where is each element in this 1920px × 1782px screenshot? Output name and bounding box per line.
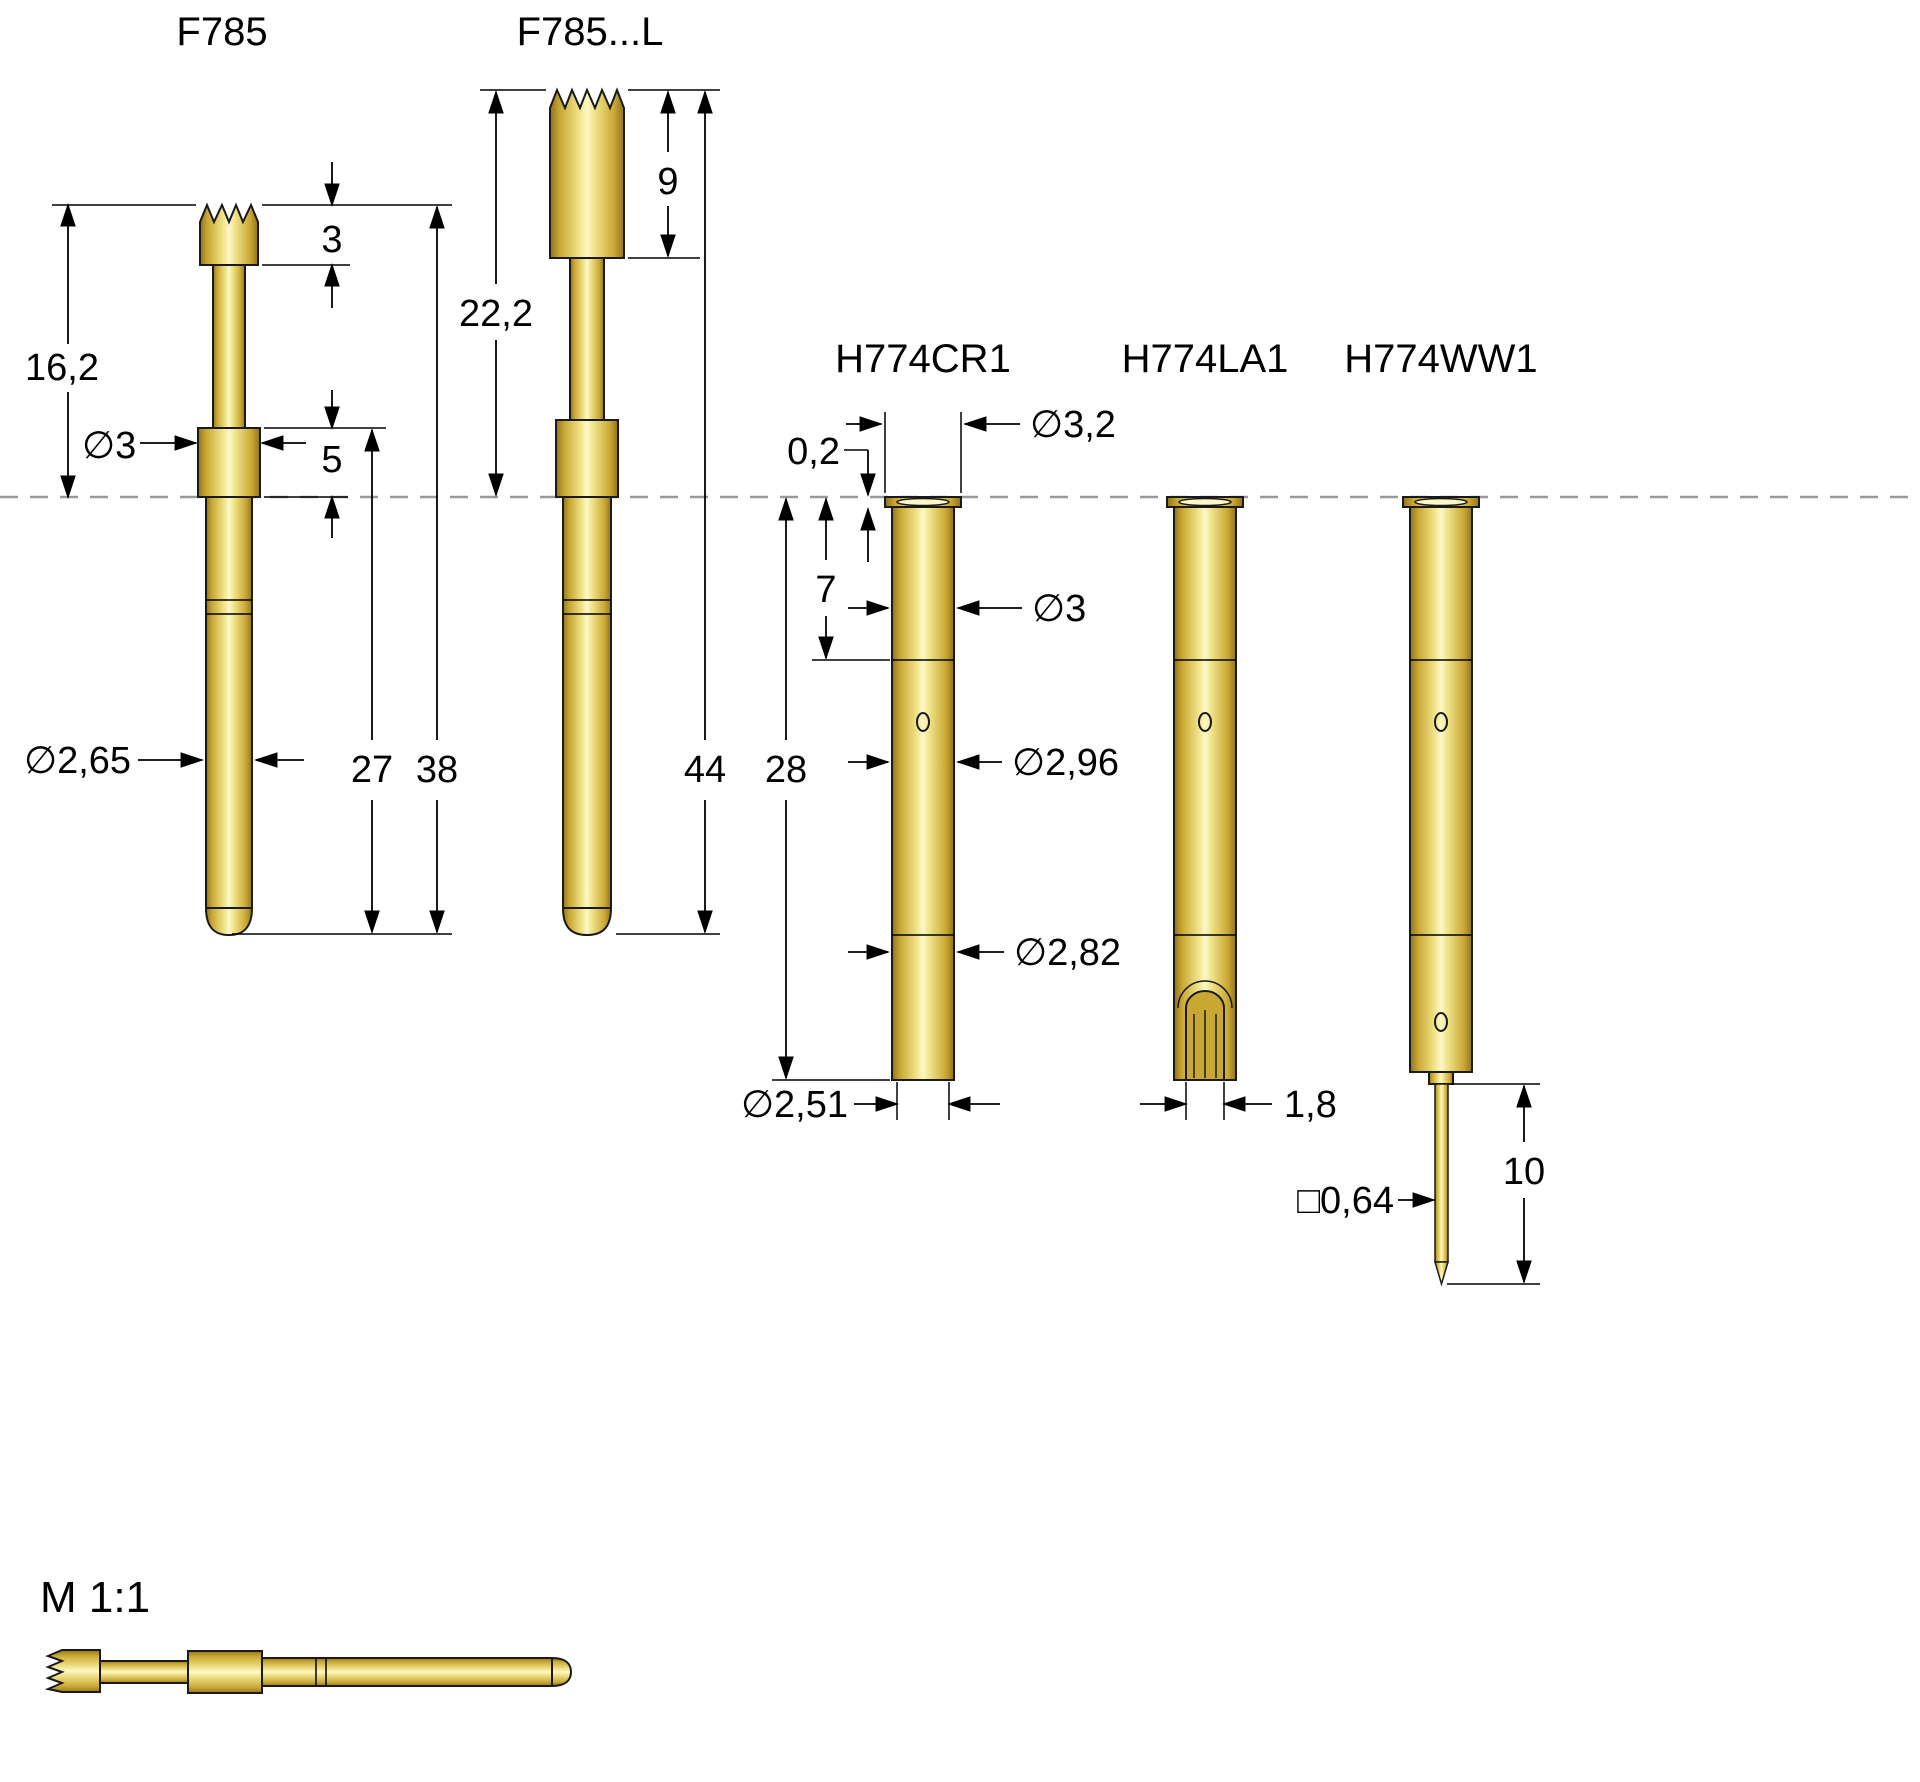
h774cr1-label: H774CR1 [835,337,1011,381]
f785-barrel [205,496,253,909]
h774ww1-dimensions: 10 □0,64 [1297,1083,1545,1285]
scale-probe-head-serrated [44,1649,101,1693]
dim-text-body-length: 27 [351,749,393,791]
dim-text-bottom-diameter: ∅2,51 [741,1084,848,1126]
f785-collar [197,427,261,498]
probe-f785-drawing: F785 [176,10,268,937]
dim-text-solder-cup-width: 1,8 [1284,1084,1337,1126]
h774ww1-opening [1414,497,1468,507]
receptacle-h774cr1-drawing: H774CR1 [835,337,1011,1081]
dim-text-top-length: 7 [815,569,836,611]
f785-head-serrated [199,202,259,266]
f785l-round-tip [561,907,613,937]
dim-text-head-length: 3 [321,219,342,261]
scale-probe-barrel [261,1657,553,1687]
scale-label: M 1:1 [40,1573,150,1622]
dim-text-collar-length: 5 [321,439,342,481]
dim-text-top-diameter: ∅3 [1032,588,1086,630]
dim-text-barrel-diameter: ∅2,65 [24,740,131,782]
f785l-shaft [569,257,605,421]
f785-round-tip [204,907,254,937]
dim-text-total-length: 44 [684,749,726,791]
f785l-head-serrated [549,87,625,259]
h774cr1-dimensions: 0,2 ∅3,2 7 28 ∅3 ∅2,96 ∅2,82 ∅2,51 [741,404,1121,1126]
h774cr1-side-hole [916,712,930,732]
f785l-label: F785...L [517,10,664,54]
f785-shaft [212,264,246,429]
f785-dimensions: 3 16,2 ∅3 5 ∅2,65 27 38 [24,162,458,935]
f785l-barrel [562,496,612,909]
dim-text-lower-diameter: ∅2,82 [1014,932,1121,974]
scale-probe-collar [187,1650,263,1694]
dim-text-total-length: 28 [765,749,807,791]
h774ww1-tube [1409,506,1473,1073]
h774la1-cup-dome [1177,980,1233,1009]
receptacle-h774la1-drawing: H774LA1 [1122,337,1289,1081]
h774la1-side-hole [1198,712,1212,732]
h774ww1-wirewrap-post [1434,1083,1449,1263]
scale-probe-round-tip [551,1656,573,1688]
f785l-dimensions: 9 22,2 44 [459,89,726,935]
h774la1-opening [1178,497,1232,507]
scale-one-to-one-view: M 1:1 [40,1573,573,1694]
dim-text-flange-diameter: ∅3,2 [1030,404,1116,446]
dim-text-above-plate: 16,2 [25,347,99,389]
dim-text-head-length: 9 [657,161,678,203]
h774cr1-tube [891,506,955,1081]
h774la1-label: H774LA1 [1122,337,1289,381]
dim-text-post-square: □0,64 [1297,1180,1394,1222]
probe-f785l-drawing: F785...L [517,10,664,937]
dim-text-flange-height: 0,2 [787,431,840,473]
h774ww1-post-tip [1433,1261,1450,1287]
h774la1-dimensions: 1,8 [1140,1082,1337,1126]
dim-text-total-length: 38 [416,749,458,791]
dim-text-mid-diameter: ∅2,96 [1012,742,1119,784]
h774ww1-side-hole [1434,712,1448,732]
scale-probe-shaft [99,1660,189,1684]
f785-label: F785 [176,10,267,54]
dim-text-post-length: 10 [1503,1151,1545,1193]
dim-text-above-plate: 22,2 [459,293,533,335]
h774cr1-opening [896,497,950,507]
f785l-collar [555,419,619,498]
h774ww1-post-shoulder [1428,1071,1454,1085]
h774la1-tube [1173,506,1237,1081]
h774ww1-lower-hole [1434,1012,1448,1032]
h774ww1-label: H774WW1 [1344,337,1537,381]
receptacle-h774ww1-drawing: H774WW1 [1344,337,1538,1287]
dim-text-collar-diameter: ∅3 [82,425,136,467]
